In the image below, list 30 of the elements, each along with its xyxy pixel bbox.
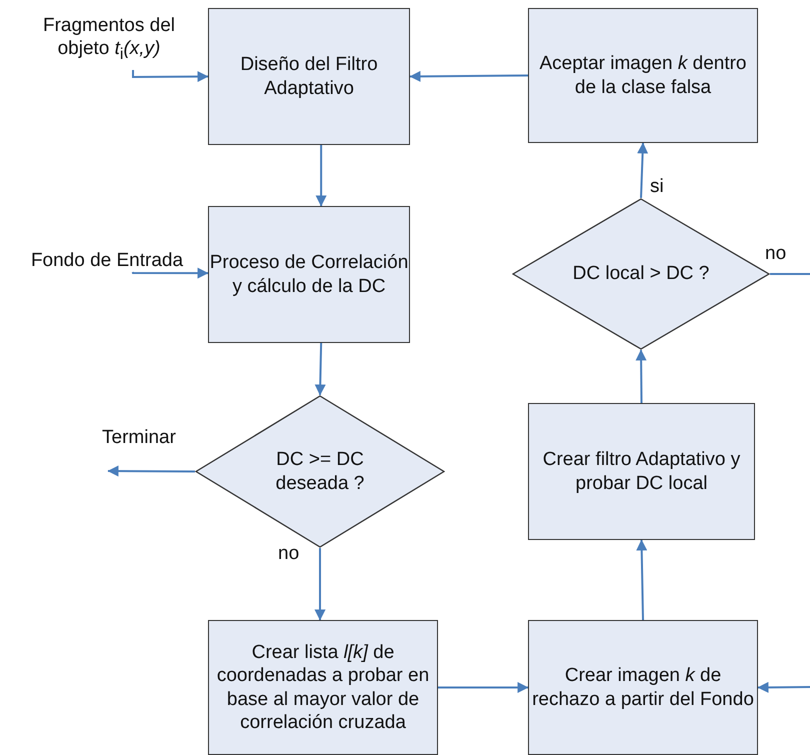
arrow bbox=[637, 142, 648, 198]
arrow bbox=[314, 548, 326, 621]
arrow bbox=[107, 466, 195, 477]
process-box bbox=[528, 620, 758, 755]
box-text: Diseño del Filtro Adaptativo bbox=[239, 53, 379, 100]
box-text: Crear imagen k de rechazo a partir del Fondo bbox=[531, 664, 755, 711]
process-box bbox=[208, 8, 410, 145]
box-text: Proceso de Correlación y cálculo de la DC bbox=[209, 251, 409, 298]
decision-text: DC local > DC ? bbox=[572, 262, 710, 286]
input-label: Fragmentos del objeto t$_{i}$(x,y) bbox=[42, 14, 176, 64]
decision-diamond bbox=[195, 395, 445, 548]
arrow bbox=[132, 70, 209, 82]
process-box bbox=[528, 403, 755, 540]
process-box bbox=[528, 8, 758, 143]
input-label: Fondo de Entrada bbox=[30, 248, 184, 272]
arrow bbox=[757, 682, 810, 693]
arrow bbox=[314, 342, 326, 396]
box-text: Crear lista l[k] de coordenadas a probar en base al mayor valor de correlación cruzada bbox=[216, 641, 430, 734]
arrow bbox=[132, 268, 209, 279]
box-text: Crear filtro Adaptativo y probar DC local bbox=[542, 448, 742, 495]
process-box bbox=[208, 620, 438, 755]
arrow bbox=[636, 349, 647, 404]
process-box bbox=[208, 206, 410, 343]
arrow bbox=[636, 539, 648, 620]
arrow bbox=[409, 70, 528, 82]
connector-line bbox=[770, 273, 810, 275]
decision-text: DC >= DC deseada ? bbox=[274, 448, 366, 495]
arrow bbox=[316, 145, 327, 207]
box-text: Aceptar imagen k dentro de la clase falsa bbox=[538, 52, 748, 99]
arrow bbox=[438, 682, 529, 693]
